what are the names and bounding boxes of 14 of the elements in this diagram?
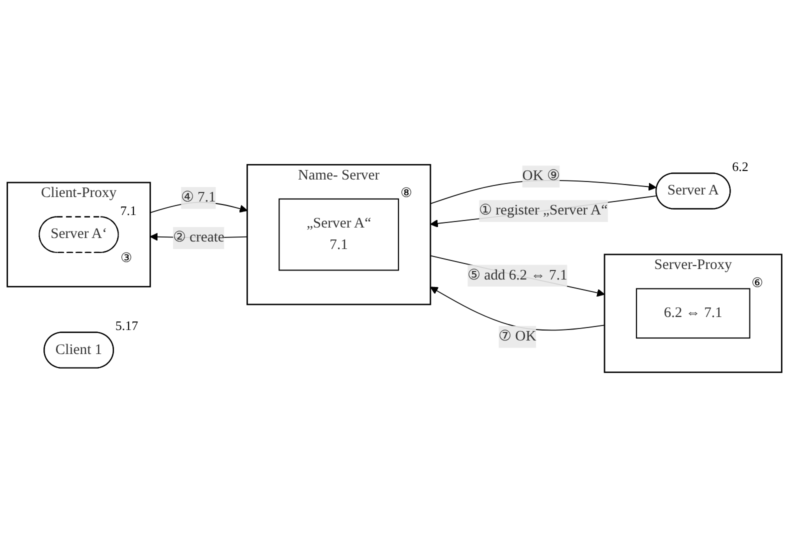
edge-label: ① register „Server A“ xyxy=(479,202,608,218)
side-note: ③ xyxy=(120,250,132,266)
node-box: 6.2 ⇔ 7.1 xyxy=(636,288,750,339)
side-note: 7.1 xyxy=(120,202,136,219)
side-note: ⑥ xyxy=(752,274,764,291)
node-box: „Server A“ 7.1 xyxy=(278,198,400,271)
edge-label: ⑤ add 6.2 ⇔ 7.1 xyxy=(468,267,568,283)
edge-label: ⑦ OK xyxy=(498,328,536,344)
edge-label: OK ⑨ xyxy=(522,168,560,184)
side-note: 5.17 xyxy=(115,318,138,334)
edge-label: ④ 7.1 xyxy=(181,190,216,206)
side-note: ⑧ xyxy=(400,184,412,201)
edge-label: ② create xyxy=(173,230,224,246)
side-note: 6.2 xyxy=(732,159,748,176)
